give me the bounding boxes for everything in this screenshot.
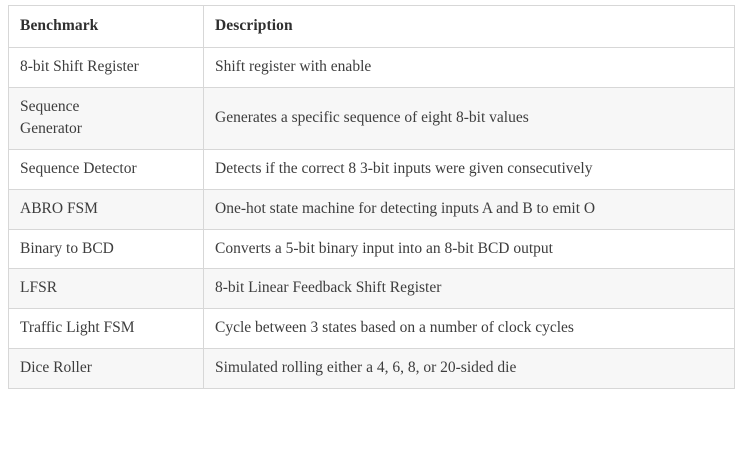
table-row: ABRO FSM One-hot state machine for detec… [8, 188, 735, 230]
table-row: 8-bit Shift Register Shift register with… [8, 46, 735, 88]
cell-benchmark-name-text: Sequence Generator [20, 97, 82, 138]
table-body: 8-bit Shift Register Shift register with… [8, 46, 735, 389]
table-row: Binary to BCD Converts a 5-bit binary in… [8, 228, 735, 270]
table-row: Dice Roller Simulated rolling either a 4… [8, 348, 735, 389]
cell-benchmark-description: Converts a 5-bit binary input into an 8-… [203, 228, 735, 270]
cell-benchmark-name: LFSR [8, 268, 204, 310]
cell-benchmark-description-text: One-hot state machine for detecting inpu… [215, 199, 596, 217]
column-header-benchmark: Benchmark [8, 5, 204, 48]
cell-benchmark-description: Simulated rolling either a 4, 6, 8, or 2… [203, 348, 735, 389]
table-header: Benchmark Description [8, 5, 735, 48]
cell-benchmark-description: Generates a specific sequence of eight 8… [203, 86, 735, 151]
cell-benchmark-name: Dice Roller [8, 348, 204, 389]
cell-benchmark-name: Sequence Generator [8, 86, 204, 151]
table-row: Sequence Detector Detects if the correct… [8, 149, 735, 190]
cell-benchmark-name: Binary to BCD [8, 228, 204, 270]
cell-benchmark-description: Shift register with enable [203, 46, 735, 88]
cell-benchmark-description: Cycle between 3 states based on a number… [203, 308, 735, 350]
cell-benchmark-description-text: Detects if the correct 8 3-bit inputs we… [215, 160, 593, 178]
cell-benchmark-name: 8-bit Shift Register [8, 46, 204, 88]
table-row: LFSR 8-bit Linear Feedback Shift Registe… [8, 268, 735, 310]
cell-benchmark-description: Detects if the correct 8 3-bit inputs we… [203, 149, 735, 190]
benchmark-table-container: Benchmark Description 8-bit Shift Regist… [8, 5, 735, 389]
cell-benchmark-name: Traffic Light FSM [8, 308, 204, 350]
cell-benchmark-name: Sequence Detector [8, 149, 204, 190]
cell-benchmark-description: 8-bit Linear Feedback Shift Register [203, 268, 735, 310]
table-row: Sequence Generator Generates a specific … [8, 86, 735, 151]
table-header-row: Benchmark Description [8, 5, 735, 48]
cell-benchmark-name: ABRO FSM [8, 188, 204, 230]
benchmark-table: Benchmark Description 8-bit Shift Regist… [8, 5, 735, 389]
column-header-description: Description [203, 5, 735, 48]
cell-benchmark-description: One-hot state machine for detecting inpu… [203, 188, 735, 230]
table-row: Traffic Light FSM Cycle between 3 states… [8, 308, 735, 350]
